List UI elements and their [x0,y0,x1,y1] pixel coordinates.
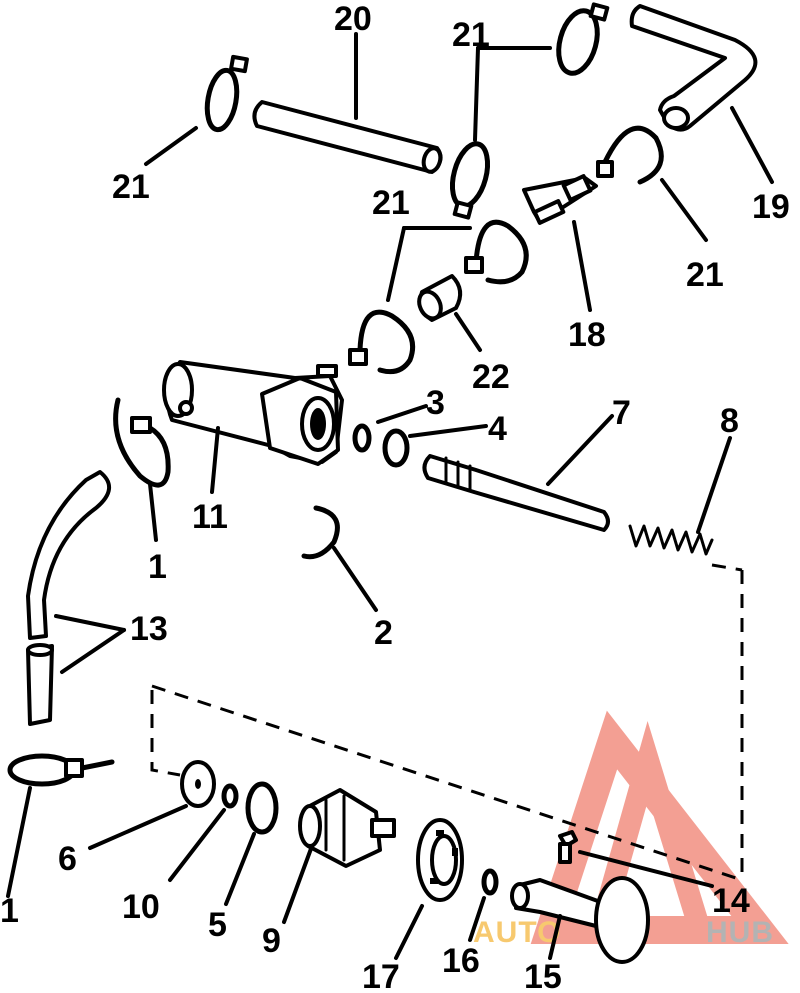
part-9-valve-fitting [282,788,396,924]
callout-21-top-left: 21 [112,168,150,206]
callout-5: 5 [208,906,227,944]
callout-19: 19 [752,188,790,226]
watermark-word-hub: HUB [706,916,774,949]
assembly-guide-lines [150,563,744,882]
part-7-plunger [422,414,614,532]
part-17-diaphragm [394,818,464,960]
part-6-washer [88,760,216,850]
callout-6: 6 [58,840,77,878]
callout-13: 13 [130,610,168,648]
callout-20: 20 [334,0,372,38]
callout-3: 3 [426,384,445,422]
part-21-clamp-top-center [449,46,552,220]
part-5-o-ring [224,781,279,906]
part-21-clamp-mid-right [596,125,708,242]
callout-2: 2 [374,614,393,652]
part-21-clamp-lower [348,309,416,375]
part-21-clamp-mid [386,219,529,302]
callout-21-mid: 21 [372,184,410,222]
part-19-bent-hose [629,4,774,184]
part-3-o-ring [352,404,428,453]
part-1-clamp-lower [6,753,115,898]
callout-9: 9 [262,922,281,960]
part-4-o-ring [382,424,488,468]
part-10-o-ring [168,783,239,882]
callout-8: 8 [720,402,739,440]
callout-21-top: 21 [452,16,490,54]
callout-11: 11 [192,498,228,536]
callout-22: 22 [472,358,510,396]
callout-7: 7 [612,394,631,432]
part-20-hose [252,32,443,174]
callout-4: 4 [488,410,507,448]
callout-1-upper: 1 [148,548,167,586]
part-21-clamp-top-right [556,2,610,76]
part-15-valve-disc [510,876,650,964]
part-21-clamp-top-left [144,54,249,166]
callout-10: 10 [122,888,160,926]
part-22-sleeve [417,274,482,352]
watermark-word-auto: AUTO [473,916,561,949]
callout-15: 15 [524,958,562,993]
callout-1-lower: 1 [0,892,19,930]
part-16-o-ring [468,868,499,942]
part-18-tee-fitting [522,174,598,312]
callout-16: 16 [442,942,480,980]
part-8-spring [628,436,732,556]
part-11-pump-body [162,360,344,494]
callout-17: 17 [362,958,400,993]
callout-21-right: 21 [686,256,724,294]
part-14-screw [558,830,714,888]
callout-18: 18 [568,316,606,354]
callout-14: 14 [712,882,750,920]
part-1-clamp-upper [113,397,171,542]
part-13-hose [26,470,126,726]
part-2-retaining-ring [301,505,378,612]
